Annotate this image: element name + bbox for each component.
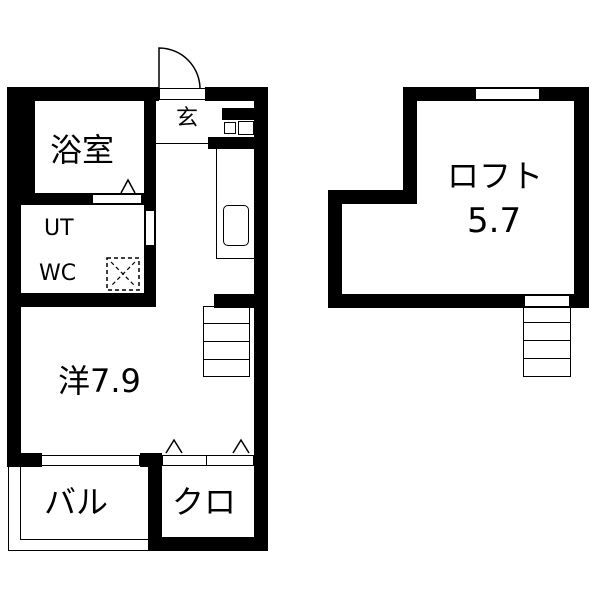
meter-box <box>224 122 236 134</box>
loft-stairs-icon <box>523 306 571 377</box>
balcony-outline-inner <box>20 465 149 540</box>
stairs-step <box>203 323 250 324</box>
outer-wall-top-right <box>205 87 268 101</box>
stairs-step <box>203 341 250 342</box>
closet-door-left <box>162 455 207 466</box>
loft-wall-bottom <box>328 294 589 308</box>
room-label-ut: UT <box>44 216 74 241</box>
loft-stairs-step <box>523 340 571 341</box>
loft-wall-right <box>574 87 589 308</box>
loft-label: ロフト <box>447 157 544 195</box>
outer-wall-bottom <box>150 537 268 551</box>
entrance-door-swing-icon <box>158 47 201 91</box>
shoe-cabinet-wall <box>222 108 254 120</box>
outer-wall-left <box>7 87 35 197</box>
toilet-icon <box>106 257 140 291</box>
bath-door <box>92 194 142 204</box>
outer-wall-right <box>254 87 268 551</box>
room-label-bath: 浴室 <box>50 131 115 169</box>
outer-wall-left-lower <box>7 197 21 465</box>
closet-door-right <box>206 455 254 466</box>
loft-stairs-step <box>523 322 571 323</box>
loft-area: 5.7 <box>467 201 522 241</box>
entrance-door-opening <box>159 88 206 100</box>
room-label-closet: クロ <box>172 483 237 521</box>
room-label-wc: WC <box>39 261 77 286</box>
closet-wall-left <box>148 453 162 551</box>
room-wall-bottom-left <box>7 453 42 467</box>
kitchen-top-wall <box>208 137 254 149</box>
loft-stairs-step <box>523 358 571 359</box>
utwc-door <box>145 210 155 246</box>
room-label-western: 洋7.9 <box>58 362 141 400</box>
shoe-cabinet <box>238 121 254 135</box>
room-label-balcony: バル <box>44 483 109 521</box>
kitchen-counter <box>216 149 254 259</box>
kitchen-sink-icon <box>223 205 249 246</box>
loft-window <box>475 88 540 100</box>
balcony-outline-outer <box>8 465 149 551</box>
loft-wall-step <box>328 190 417 204</box>
stairs-step <box>203 359 250 360</box>
utwc-wall-bottom <box>21 293 156 307</box>
stairs-top-wall <box>214 294 254 308</box>
balcony-window <box>41 455 140 466</box>
loft-wall-upper-left <box>403 87 417 198</box>
outer-wall-top-left <box>7 87 159 101</box>
loft-wall-lower-left <box>328 190 342 308</box>
entrance-step-line <box>156 143 218 144</box>
room-label-entrance: 玄 <box>176 106 199 131</box>
